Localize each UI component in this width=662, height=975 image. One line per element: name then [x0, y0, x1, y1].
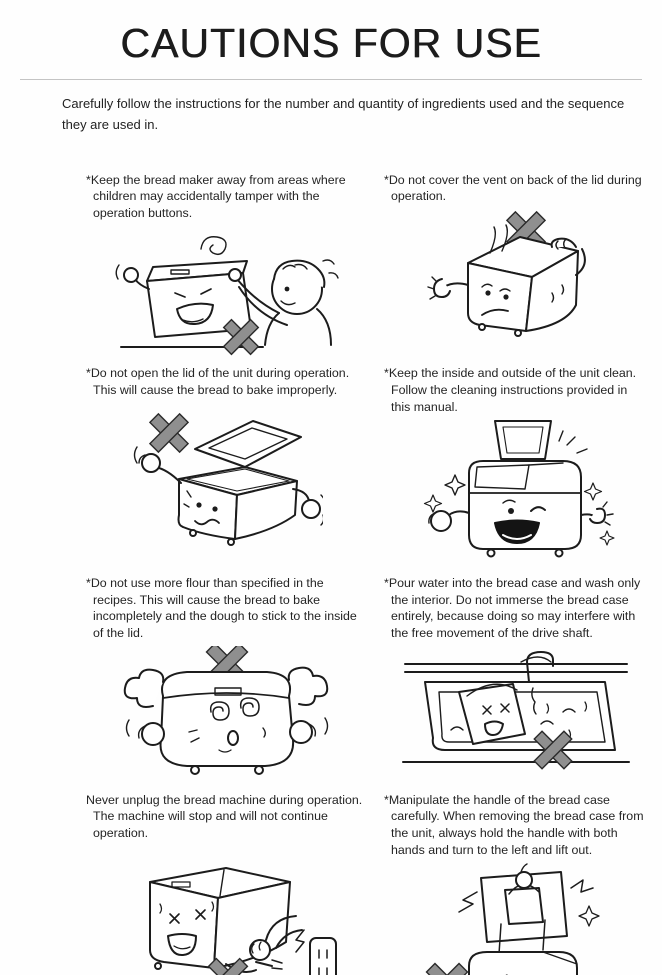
- cautions-grid: *Keep the bread maker away from areas wh…: [60, 172, 662, 975]
- bread-case: [494, 420, 552, 461]
- gripping-hand: [515, 871, 533, 890]
- steam-cloud: [123, 668, 165, 708]
- caution-text: *Pour water into the bread case and wash…: [384, 576, 641, 641]
- page-title: CAUTIONS FOR USE: [120, 20, 542, 66]
- plug: [271, 958, 283, 970]
- sparkle-icon: [444, 474, 466, 496]
- caution-text: *Keep the inside and outside of the unit…: [384, 366, 637, 414]
- caution-text: *Do not cover the vent on back of the li…: [384, 172, 642, 204]
- title-divider: [19, 79, 643, 80]
- mitt-hand: [141, 452, 161, 473]
- dizzy-eye: [209, 700, 230, 721]
- illustration-overfilled-machine: [86, 645, 370, 784]
- open-hand: [433, 277, 451, 298]
- dizzy-eye: [239, 696, 260, 717]
- winking-eye: [530, 506, 546, 513]
- caution-item-handle: *Manipulate the handle of the bread case…: [376, 792, 648, 975]
- prohibition-x-icon: [207, 957, 249, 975]
- sparkle-icon: [423, 494, 443, 513]
- caution-item-flour: *Do not use more flour than specified in…: [60, 575, 370, 783]
- caution-text: *Do not open the lid of the unit during …: [86, 366, 350, 398]
- illustration-removing-bread-case: [384, 862, 648, 975]
- caution-item-clean: *Keep the inside and outside of the unit…: [376, 365, 648, 567]
- caution-item-vent: *Do not cover the vent on back of the li…: [376, 172, 648, 358]
- illustration-open-lid: [86, 403, 370, 551]
- caution-text: *Do not use more flour than specified in…: [86, 576, 357, 641]
- sparkle-icon: [578, 905, 600, 927]
- illustration-unplugging: [86, 846, 370, 975]
- prohibition-x-icon: [533, 729, 573, 770]
- sparkle-icon: [583, 482, 603, 501]
- caution-text: Never unplug the bread machine during op…: [86, 792, 363, 840]
- spark-zigzag: [458, 879, 594, 913]
- illustration-bread-case-in-sink: [384, 646, 648, 784]
- prohibition-x-icon: [148, 412, 190, 453]
- caution-item-open-lid: *Do not open the lid of the unit during …: [60, 365, 370, 567]
- mitt-hand: [301, 498, 321, 519]
- caution-item-unplug: Never unplug the bread machine during op…: [60, 792, 370, 975]
- illustration-child-tampering: [86, 225, 370, 357]
- beep-spiral: [200, 236, 227, 256]
- caution-text: *Manipulate the handle of the bread case…: [384, 792, 644, 857]
- prohibition-x-icon: [222, 319, 260, 356]
- caution-item-sink: *Pour water into the bread case and wash…: [376, 575, 648, 783]
- caution-text: *Keep the bread maker away from areas wh…: [86, 172, 346, 220]
- bread-case: [504, 887, 544, 926]
- illustration-clean-machine: [384, 419, 648, 567]
- illustration-covering-vent: [384, 209, 648, 349]
- bread-case: [458, 682, 526, 745]
- caution-item-children: *Keep the bread maker away from areas wh…: [60, 172, 370, 358]
- wall-outlet: [309, 936, 337, 975]
- steam-cloud: [287, 666, 329, 706]
- child-hand: [228, 268, 242, 283]
- sparkle-icon: [599, 530, 615, 546]
- prohibition-x-icon: [425, 962, 469, 975]
- open-lid: [194, 419, 302, 468]
- spark-zigzag: [295, 928, 305, 953]
- intro-paragraph: Carefully follow the instructions for th…: [62, 96, 625, 132]
